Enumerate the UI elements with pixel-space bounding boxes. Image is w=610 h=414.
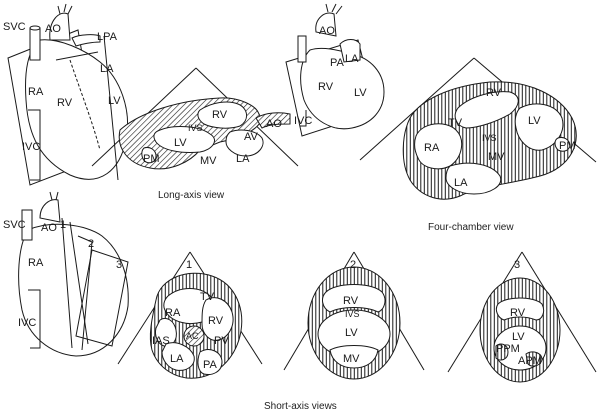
label-la: LA <box>170 353 184 365</box>
label-ao: AO <box>41 222 57 234</box>
caption-four-chamber: Four-chamber view <box>428 222 514 233</box>
label-rv: RV <box>57 97 73 109</box>
label-la: LA <box>345 53 359 65</box>
label-lpa: LPA <box>97 31 118 43</box>
label-ao: AO <box>45 23 61 35</box>
label-svc: SVC <box>3 219 26 231</box>
label-ao: AO <box>266 118 282 130</box>
label-lv: LV <box>108 95 121 107</box>
view-number: 2 <box>350 259 356 271</box>
label-ivs: IVS <box>482 133 497 143</box>
label-ivc: IVC <box>18 317 36 329</box>
heart-diagram-four-chamber: AO PA LA RV LV IVC <box>286 4 384 136</box>
label-la: LA <box>100 63 114 75</box>
label-tv: TV <box>448 117 463 129</box>
label-ivs: IVS <box>345 309 360 319</box>
label-lv: LV <box>345 327 358 339</box>
label-mv: MV <box>200 155 217 167</box>
plane-2-label: 2 <box>88 238 94 250</box>
label-rv: RV <box>208 315 224 327</box>
label-la: LA <box>236 153 250 165</box>
label-svc: SVC <box>3 21 26 33</box>
label-lv: LV <box>174 137 187 149</box>
label-ra: RA <box>28 86 44 98</box>
short-axis-view-1: 1 TV RA RV IAS AC PV LA PA <box>118 252 262 378</box>
heart-diagram-short-axis: SVC AO RA IVC 1 2 3 <box>3 192 128 356</box>
plane-3-label: 3 <box>116 259 122 271</box>
label-ivs: IVS <box>188 123 203 133</box>
heart-diagram-long-axis: SVC AO LPA RA LA RV LV IVC <box>3 4 128 185</box>
caption-long-axis: Long-axis view <box>158 190 225 201</box>
short-axis-view-2: 2 RV IVS LV MV <box>284 252 424 379</box>
label-lv: LV <box>354 87 367 99</box>
label-rv: RV <box>212 109 228 121</box>
label-ivc: IVC <box>22 141 40 153</box>
label-av: AV <box>244 131 259 143</box>
label-rv: RV <box>318 81 334 93</box>
label-ppm: PPM <box>496 343 520 355</box>
view-number: 3 <box>514 259 520 271</box>
caption-short-axis: Short-axis views <box>264 401 337 412</box>
label-ivc: IVC <box>294 115 312 127</box>
label-pv: PV <box>214 335 229 347</box>
long-axis-echo-view: RV IVS AV AO LV PM MV LA Long-axis view <box>92 68 298 201</box>
label-ra: RA <box>28 257 44 269</box>
label-lv: LV <box>528 115 541 127</box>
label-pm: PM <box>559 140 576 152</box>
label-apm: APM <box>518 355 542 367</box>
label-rv: RV <box>343 295 359 307</box>
label-la: LA <box>454 177 468 189</box>
plane-1-label: 1 <box>60 219 66 231</box>
label-rv: RV <box>486 87 502 99</box>
label-ac: AC <box>186 331 199 341</box>
label-pm: PM <box>143 153 160 165</box>
label-ias: IAS <box>152 335 170 347</box>
label-ra: RA <box>424 142 440 154</box>
label-ao: AO <box>319 25 335 37</box>
label-tv: TV <box>200 291 215 303</box>
four-chamber-echo-view: RV TV LV RA IVS PM MV LA Four-chamber vi… <box>360 58 596 233</box>
label-lv: LV <box>512 331 525 343</box>
view-number: 1 <box>186 259 192 271</box>
label-mv: MV <box>488 151 505 163</box>
label-mv: MV <box>343 353 360 365</box>
short-axis-view-3: 3 RV LV PPM APM <box>448 252 596 382</box>
label-rv: RV <box>510 307 526 319</box>
label-pa: PA <box>203 359 218 371</box>
label-ra: RA <box>165 307 181 319</box>
label-pa: PA <box>330 57 345 69</box>
